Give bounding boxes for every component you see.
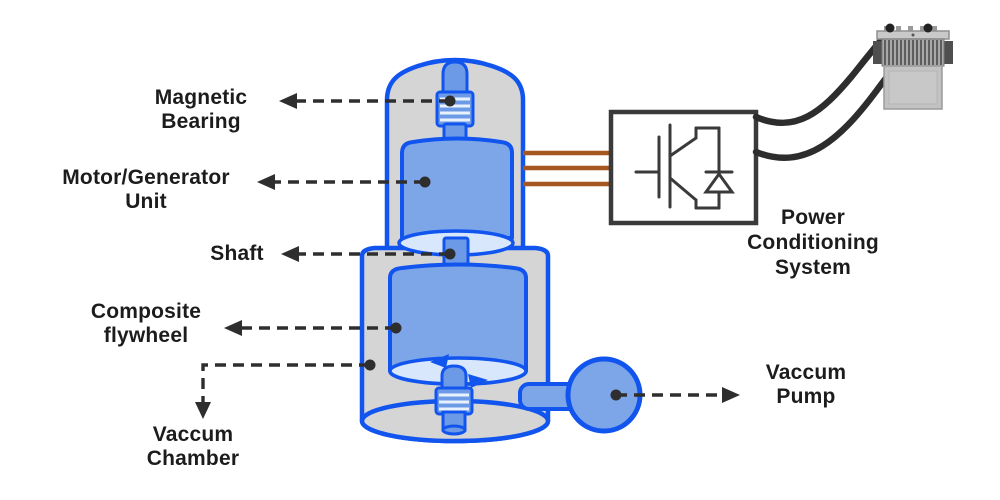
label-line: Bearing	[161, 110, 241, 133]
label-line: Chamber	[146, 447, 240, 470]
label-shaft: Shaft	[177, 242, 297, 266]
arrowhead-down-icon	[195, 402, 211, 419]
lower-bearing-icon	[434, 364, 474, 436]
transformer-icon	[873, 23, 953, 110]
label-magnetic-bearing: Magnetic Bearing	[101, 86, 301, 134]
label-vaccum-pump: Vaccum Pump	[726, 361, 886, 409]
label-line: Power	[780, 206, 846, 229]
rotation-arrow-right-icon	[468, 374, 488, 388]
label-line: Magnetic	[154, 86, 248, 109]
label-line: Motor/Generator	[62, 166, 230, 189]
igbt-symbol-icon	[634, 123, 735, 210]
phase-wires	[523, 150, 611, 187]
arrowhead-left-icon	[279, 93, 297, 109]
label-line: Vaccum	[152, 423, 234, 446]
label-line: System	[775, 256, 851, 279]
label-composite-flywheel: Composite flywheel	[46, 300, 246, 348]
arrowhead-left-icon	[257, 174, 275, 190]
label-line: Shaft	[210, 242, 264, 265]
label-line: Pump	[776, 385, 836, 408]
power-conditioning-box	[608, 109, 759, 226]
label-line: Vaccum	[765, 361, 847, 384]
motor-generator-shape	[400, 136, 514, 240]
label-motor-generator: Motor/Generator Unit	[26, 166, 266, 214]
rotation-arrow-left-icon	[430, 354, 449, 368]
arrowhead-left-icon	[281, 246, 299, 262]
label-line: flywheel	[103, 324, 189, 347]
chamber-callout-line	[201, 363, 370, 406]
label-power-conditioning: Power Conditioning System	[713, 205, 913, 280]
label-line: Unit	[125, 190, 167, 213]
arrowhead-left-icon	[224, 320, 242, 336]
label-line: Conditioning	[747, 231, 879, 254]
label-vaccum-chamber: Vaccum Chamber	[93, 423, 293, 471]
arrowhead-right-icon	[722, 387, 740, 403]
label-line: Composite	[90, 300, 202, 323]
callout-arrows	[195, 93, 740, 419]
